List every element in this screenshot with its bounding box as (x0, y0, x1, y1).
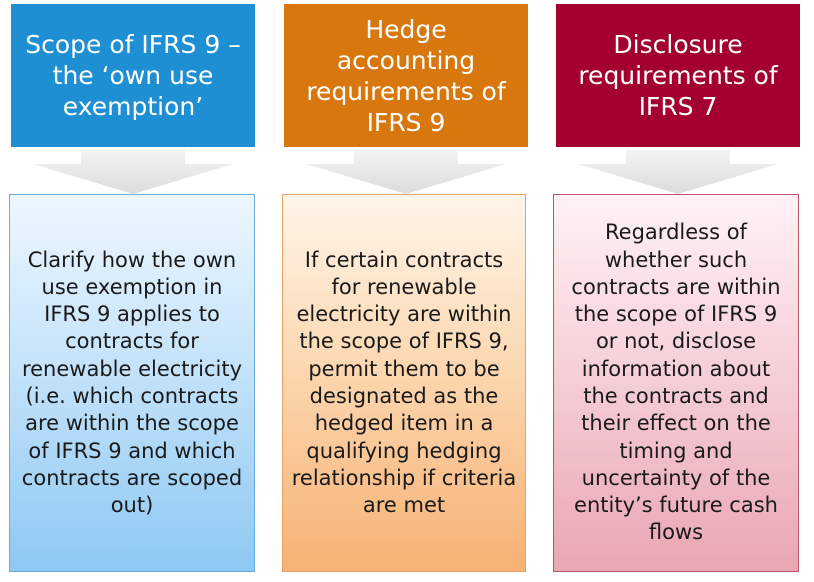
column-disclosure: Disclosure requirements of IFRS 7 Regard… (553, 0, 800, 582)
header-box-hedge: Hedge accounting requirements of IFRS 9 (284, 4, 528, 147)
body-text-disclosure: Regardless of whether such contracts are… (571, 220, 781, 545)
down-arrow-icon (306, 150, 506, 194)
header-text-disclosure: Disclosure requirements of IFRS 7 (578, 30, 778, 121)
body-text-hedge: If certain contracts for renewable elect… (291, 247, 517, 518)
body-box-hedge: If certain contracts for renewable elect… (282, 194, 526, 572)
header-text-hedge: Hedge accounting requirements of IFRS 9 (306, 14, 506, 137)
header-box-scope: Scope of IFRS 9 – the ‘own use exemption… (11, 4, 255, 147)
body-text-scope: Clarify how the own use exemption in IFR… (21, 247, 243, 518)
body-box-scope: Clarify how the own use exemption in IFR… (9, 194, 255, 572)
column-scope: Scope of IFRS 9 – the ‘own use exemption… (9, 0, 255, 582)
header-text-scope: Scope of IFRS 9 – the ‘own use exemption… (25, 30, 241, 121)
column-hedge: Hedge accounting requirements of IFRS 9 … (282, 0, 528, 582)
down-arrow-icon (578, 150, 778, 194)
header-box-disclosure: Disclosure requirements of IFRS 7 (556, 4, 800, 147)
down-arrow-icon (33, 150, 233, 194)
body-box-disclosure: Regardless of whether such contracts are… (553, 194, 799, 572)
